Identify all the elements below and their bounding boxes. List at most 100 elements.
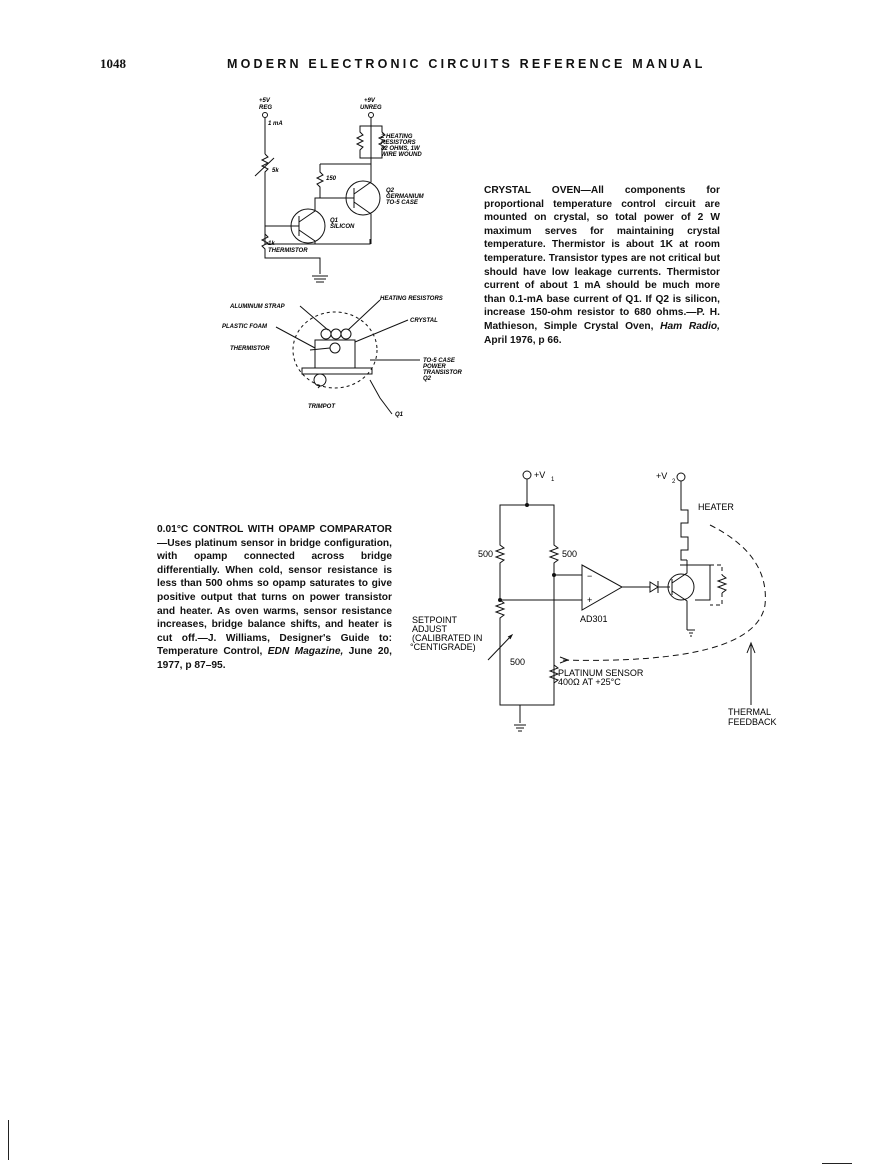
crystal-oven-assembly: ALUMINUM STRAP PLASTIC FOAM THERMISTOR H… xyxy=(222,296,463,418)
label-unreg: UNREG xyxy=(360,105,382,111)
transistor-q1-leads xyxy=(265,197,320,244)
label-crystal: CRYSTAL xyxy=(410,318,438,324)
scan-mark xyxy=(822,1163,852,1164)
label-heat4: WIRE WOUND xyxy=(381,152,422,158)
label-1ma: 1 mA xyxy=(268,121,283,127)
label-v1-sub: 1 xyxy=(551,477,555,483)
label-v2: +V xyxy=(656,471,667,481)
article-title: 0.01°C CONTROL WITH OPAMP COMPARATOR xyxy=(157,524,392,535)
article-tail: April 1976, p 66. xyxy=(484,334,562,346)
label-500a: 500 xyxy=(478,549,493,559)
ground xyxy=(687,629,695,637)
label-heat1: 2 HEATING xyxy=(380,134,413,140)
article-body: —Uses platinum sensor in bridge configur… xyxy=(157,537,392,658)
heater-dash xyxy=(710,564,723,606)
opamp-plus: + xyxy=(587,595,592,605)
article-crystal-oven: CRYSTAL OVEN—All components for proporti… xyxy=(484,184,720,347)
wire xyxy=(500,574,582,665)
thermistor-bead xyxy=(329,342,341,354)
label-to5d: Q2 xyxy=(423,376,432,382)
heating-resistor xyxy=(330,328,342,340)
label-trimpot: TRIMPOT xyxy=(308,404,336,410)
thermistor-ground xyxy=(260,233,328,283)
article-opamp-control: 0.01°C CONTROL WITH OPAMP COMPARATOR —Use… xyxy=(157,523,392,673)
label-heater: HEATER xyxy=(698,502,734,512)
thermal-path xyxy=(559,524,766,661)
label-ad301: AD301 xyxy=(580,614,608,624)
terminal-9v xyxy=(368,112,374,118)
label-thermistor: THERMISTOR xyxy=(230,346,270,352)
label-5k: 5k xyxy=(272,168,279,174)
pot-5k xyxy=(260,153,371,245)
label-setpoint2: ADJUST xyxy=(412,624,448,634)
label-9v: +9V xyxy=(364,98,376,104)
label-sensor1: PLATINUM SENSOR xyxy=(558,668,644,678)
diode xyxy=(622,581,670,593)
article-source: EDN Magazine, xyxy=(267,646,344,658)
scan-mark xyxy=(8,1120,9,1160)
label-feedback2: FEEDBACK xyxy=(728,717,777,727)
label-to5a: TO-5 CASE xyxy=(423,358,456,364)
heater-element xyxy=(716,574,728,594)
heating-resistor xyxy=(340,328,352,340)
label-1k: 1k xyxy=(268,241,275,247)
label-strap: ALUMINUM STRAP xyxy=(229,304,286,310)
article-tail: June 20, 1977, p 87–95. xyxy=(157,646,392,671)
opamp-bridge-schematic: +V 1 500 500 500 SETPOINT ADJUST (CALIBR… xyxy=(410,470,777,732)
label-500c: 500 xyxy=(510,657,525,667)
arrows xyxy=(559,641,756,705)
pot-arrow xyxy=(254,157,275,177)
crystal-body xyxy=(314,339,356,369)
running-title: MODERN ELECTRONIC CIRCUITS REFERENCE MAN… xyxy=(227,57,706,71)
ground xyxy=(514,705,526,732)
heating-resistors xyxy=(355,118,387,178)
label-silicon: SILICON xyxy=(330,224,355,230)
label-q1: Q1 xyxy=(395,412,404,418)
label-500b: 500 xyxy=(562,549,577,559)
label-heat2: RESISTORS xyxy=(381,140,416,146)
terminal-v2 xyxy=(676,472,686,482)
label-to5b: POWER xyxy=(423,364,446,370)
label-5v: +5V xyxy=(259,98,271,104)
label-feedback1: THERMAL xyxy=(728,707,771,717)
opamp-minus: − xyxy=(587,571,592,581)
opamp xyxy=(581,564,624,611)
article-title: CRYSTAL OVEN xyxy=(484,185,581,196)
label-150: 150 xyxy=(326,176,337,182)
terminal-5v xyxy=(262,112,268,118)
label-heating: HEATING RESISTORS xyxy=(380,296,443,302)
article-source: Ham Radio, xyxy=(660,320,720,332)
label-v2-sub: 2 xyxy=(672,479,676,485)
power-transistor xyxy=(667,573,695,601)
label-setpoint1: SETPOINT xyxy=(412,615,458,625)
label-to5c: TRANSISTOR xyxy=(423,370,463,376)
label-setpoint4: °CENTIGRADE) xyxy=(410,642,476,652)
resistor-150 xyxy=(315,164,354,199)
label-germanium: GERMANIUM xyxy=(386,194,425,200)
trimpot xyxy=(313,373,327,387)
article-body: —All components for proportional tempera… xyxy=(484,185,720,332)
label-sensor2: 400Ω AT +25°C xyxy=(558,677,621,687)
page-number: 1048 xyxy=(100,56,126,71)
label-foam: PLASTIC FOAM xyxy=(222,324,268,330)
bridge-network xyxy=(494,479,560,706)
node xyxy=(525,503,529,507)
label-v1: +V xyxy=(534,470,545,480)
transistor-leads xyxy=(671,560,711,630)
label-reg: REG xyxy=(259,105,272,111)
label-thermistor: THERMISTOR xyxy=(268,248,308,254)
label-heat3: 82 OHMS, 1W xyxy=(381,146,421,152)
crystal-oven-schematic: +5V REG +9V UNREG 1 mA 5k 2 HEATING RESI… xyxy=(254,98,425,283)
heating-resistor xyxy=(320,328,332,340)
label-q1: Q1 xyxy=(330,218,339,224)
foam-outline xyxy=(292,311,378,389)
circuit-board xyxy=(301,367,373,375)
heater-coil xyxy=(680,481,689,561)
setpoint-arrow xyxy=(487,633,514,661)
label-setpoint3: (CALIBRATED IN xyxy=(412,633,482,643)
label-q2: Q2 xyxy=(386,188,395,194)
leader-lines xyxy=(275,299,420,415)
transistor-q2-leads xyxy=(353,178,372,244)
terminal-v1 xyxy=(522,470,532,480)
label-to5: TO-5 CASE xyxy=(386,200,419,206)
